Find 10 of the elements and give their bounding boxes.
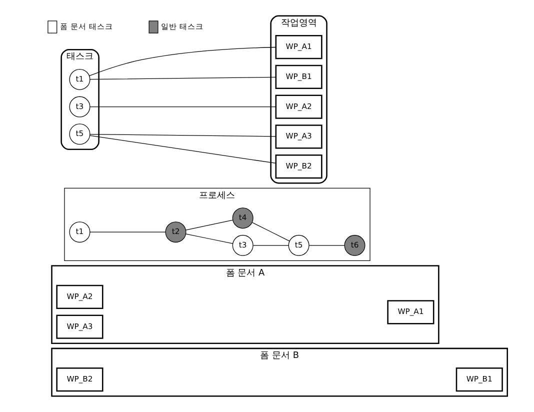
connector	[89, 135, 276, 164]
connector	[89, 134, 276, 137]
connector	[89, 106, 276, 108]
connector	[185, 234, 233, 244]
connector	[251, 222, 290, 242]
connector	[89, 76, 276, 80]
connector	[308, 245, 344, 246]
connector	[252, 245, 288, 246]
connector	[185, 220, 233, 230]
connector	[88, 46, 276, 76]
